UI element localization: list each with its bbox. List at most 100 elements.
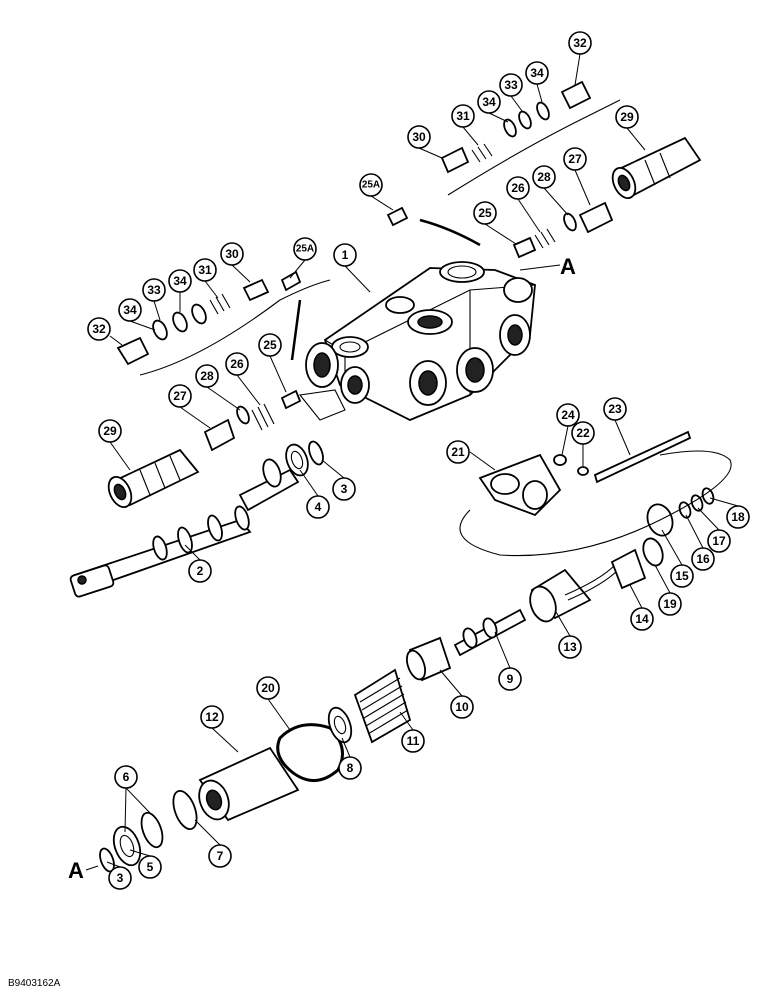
svg-text:31: 31: [198, 263, 212, 277]
callout-11: 11: [399, 711, 425, 753]
svg-text:6: 6: [123, 770, 130, 784]
callout-25a-right: 25A: [359, 173, 394, 211]
position-line-lower: [298, 389, 346, 421]
callout-32-right: 32: [568, 31, 592, 86]
svg-text:17: 17: [712, 534, 726, 548]
svg-text:3: 3: [117, 871, 124, 885]
svg-text:20: 20: [261, 681, 275, 695]
svg-text:21: 21: [451, 445, 465, 459]
callout-33-left: 33: [142, 278, 166, 321]
svg-text:25: 25: [478, 206, 492, 220]
svg-text:12: 12: [205, 710, 219, 724]
position-line-a: [519, 264, 561, 271]
svg-text:25A: 25A: [362, 180, 380, 191]
callout-21: 21: [446, 440, 496, 471]
svg-text:28: 28: [200, 369, 214, 383]
svg-text:29: 29: [103, 424, 117, 438]
figure-code: B9403162A: [8, 978, 61, 989]
callout-31-left: 31: [193, 258, 219, 299]
spool: [69, 458, 300, 598]
svg-text:34: 34: [482, 95, 496, 109]
wire-harness: [459, 450, 732, 557]
svg-text:22: 22: [576, 426, 590, 440]
svg-text:27: 27: [568, 152, 582, 166]
svg-text:8: 8: [347, 761, 354, 775]
callout-25a-left: 25A: [289, 237, 317, 279]
callout-1: 1: [333, 243, 371, 293]
ref-letter-a-bottom-leader: [85, 865, 99, 871]
callout-17: 17: [697, 507, 731, 553]
callout-23: 23: [603, 397, 631, 456]
callout-29-right: 29: [615, 105, 646, 151]
svg-text:25: 25: [263, 338, 277, 352]
callout-7: 7: [194, 819, 232, 868]
callout-3-upper: 3: [321, 459, 356, 501]
callout-9: 9: [494, 631, 522, 691]
svg-text:9: 9: [507, 672, 514, 686]
callout-27-left: 27: [168, 384, 211, 429]
svg-text:26: 26: [230, 357, 244, 371]
divider-line-right: [447, 99, 621, 196]
svg-text:5: 5: [147, 860, 154, 874]
arrow-25a-right: [419, 218, 481, 247]
svg-text:11: 11: [407, 734, 420, 748]
callout-15: 15: [661, 529, 694, 588]
svg-text:24: 24: [561, 408, 575, 422]
callout-16: 16: [685, 514, 715, 571]
callout-30-right: 30: [407, 125, 443, 159]
svg-text:32: 32: [573, 36, 587, 50]
solenoid-assembly: [529, 487, 715, 623]
callout-28-left: 28: [195, 364, 241, 411]
svg-text:23: 23: [608, 402, 622, 416]
callout-3-lower: 3: [106, 861, 132, 890]
svg-text:33: 33: [147, 283, 161, 297]
callout-34-right-b: 34: [525, 61, 549, 103]
callout-27-right: 27: [563, 147, 591, 206]
lower-spool-assembly: [99, 608, 527, 873]
callout-20: 20: [256, 676, 291, 731]
svg-text:1: 1: [342, 248, 349, 262]
callout-19: 19: [654, 564, 682, 616]
svg-text:13: 13: [563, 640, 577, 654]
end-cover: [478, 430, 692, 517]
callout-24: 24: [556, 403, 580, 456]
callout-13: 13: [555, 611, 582, 659]
valve-body: [305, 261, 536, 421]
callout-34-left-a: 34: [118, 298, 156, 331]
callout-34-right-a: 34: [477, 90, 509, 123]
callout-10: 10: [439, 669, 474, 719]
callout-25-left: 25: [258, 333, 287, 393]
callout-29-left: 29: [98, 419, 131, 471]
svg-text:25A: 25A: [296, 244, 314, 255]
callout-2: 2: [184, 544, 212, 583]
svg-text:30: 30: [412, 130, 426, 144]
svg-text:2: 2: [197, 564, 204, 578]
relief-valve-left: [107, 448, 200, 509]
callout-8: 8: [338, 737, 362, 780]
callout-28-right: 28: [532, 165, 569, 216]
callout-4: 4: [299, 469, 330, 519]
svg-text:4: 4: [315, 500, 322, 514]
callout-18: 18: [709, 497, 750, 529]
svg-text:15: 15: [675, 569, 689, 583]
callout-33-right: 33: [499, 73, 523, 112]
svg-text:3: 3: [341, 482, 348, 496]
callout-5: 5: [129, 849, 162, 879]
svg-text:18: 18: [731, 510, 745, 524]
svg-text:28: 28: [537, 170, 551, 184]
svg-text:30: 30: [225, 247, 239, 261]
svg-text:14: 14: [635, 612, 649, 626]
svg-text:34: 34: [530, 66, 544, 80]
callout-14: 14: [629, 584, 654, 631]
seals-upper: [285, 440, 324, 477]
svg-text:16: 16: [696, 552, 710, 566]
svg-text:34: 34: [123, 303, 137, 317]
right-relief-parts: [386, 80, 614, 259]
svg-text:26: 26: [511, 181, 525, 195]
svg-text:34: 34: [173, 274, 187, 288]
callout-6: 6: [114, 765, 153, 833]
callout-31-right: 31: [451, 104, 479, 146]
svg-text:32: 32: [92, 322, 106, 336]
callout-12: 12: [200, 705, 239, 753]
